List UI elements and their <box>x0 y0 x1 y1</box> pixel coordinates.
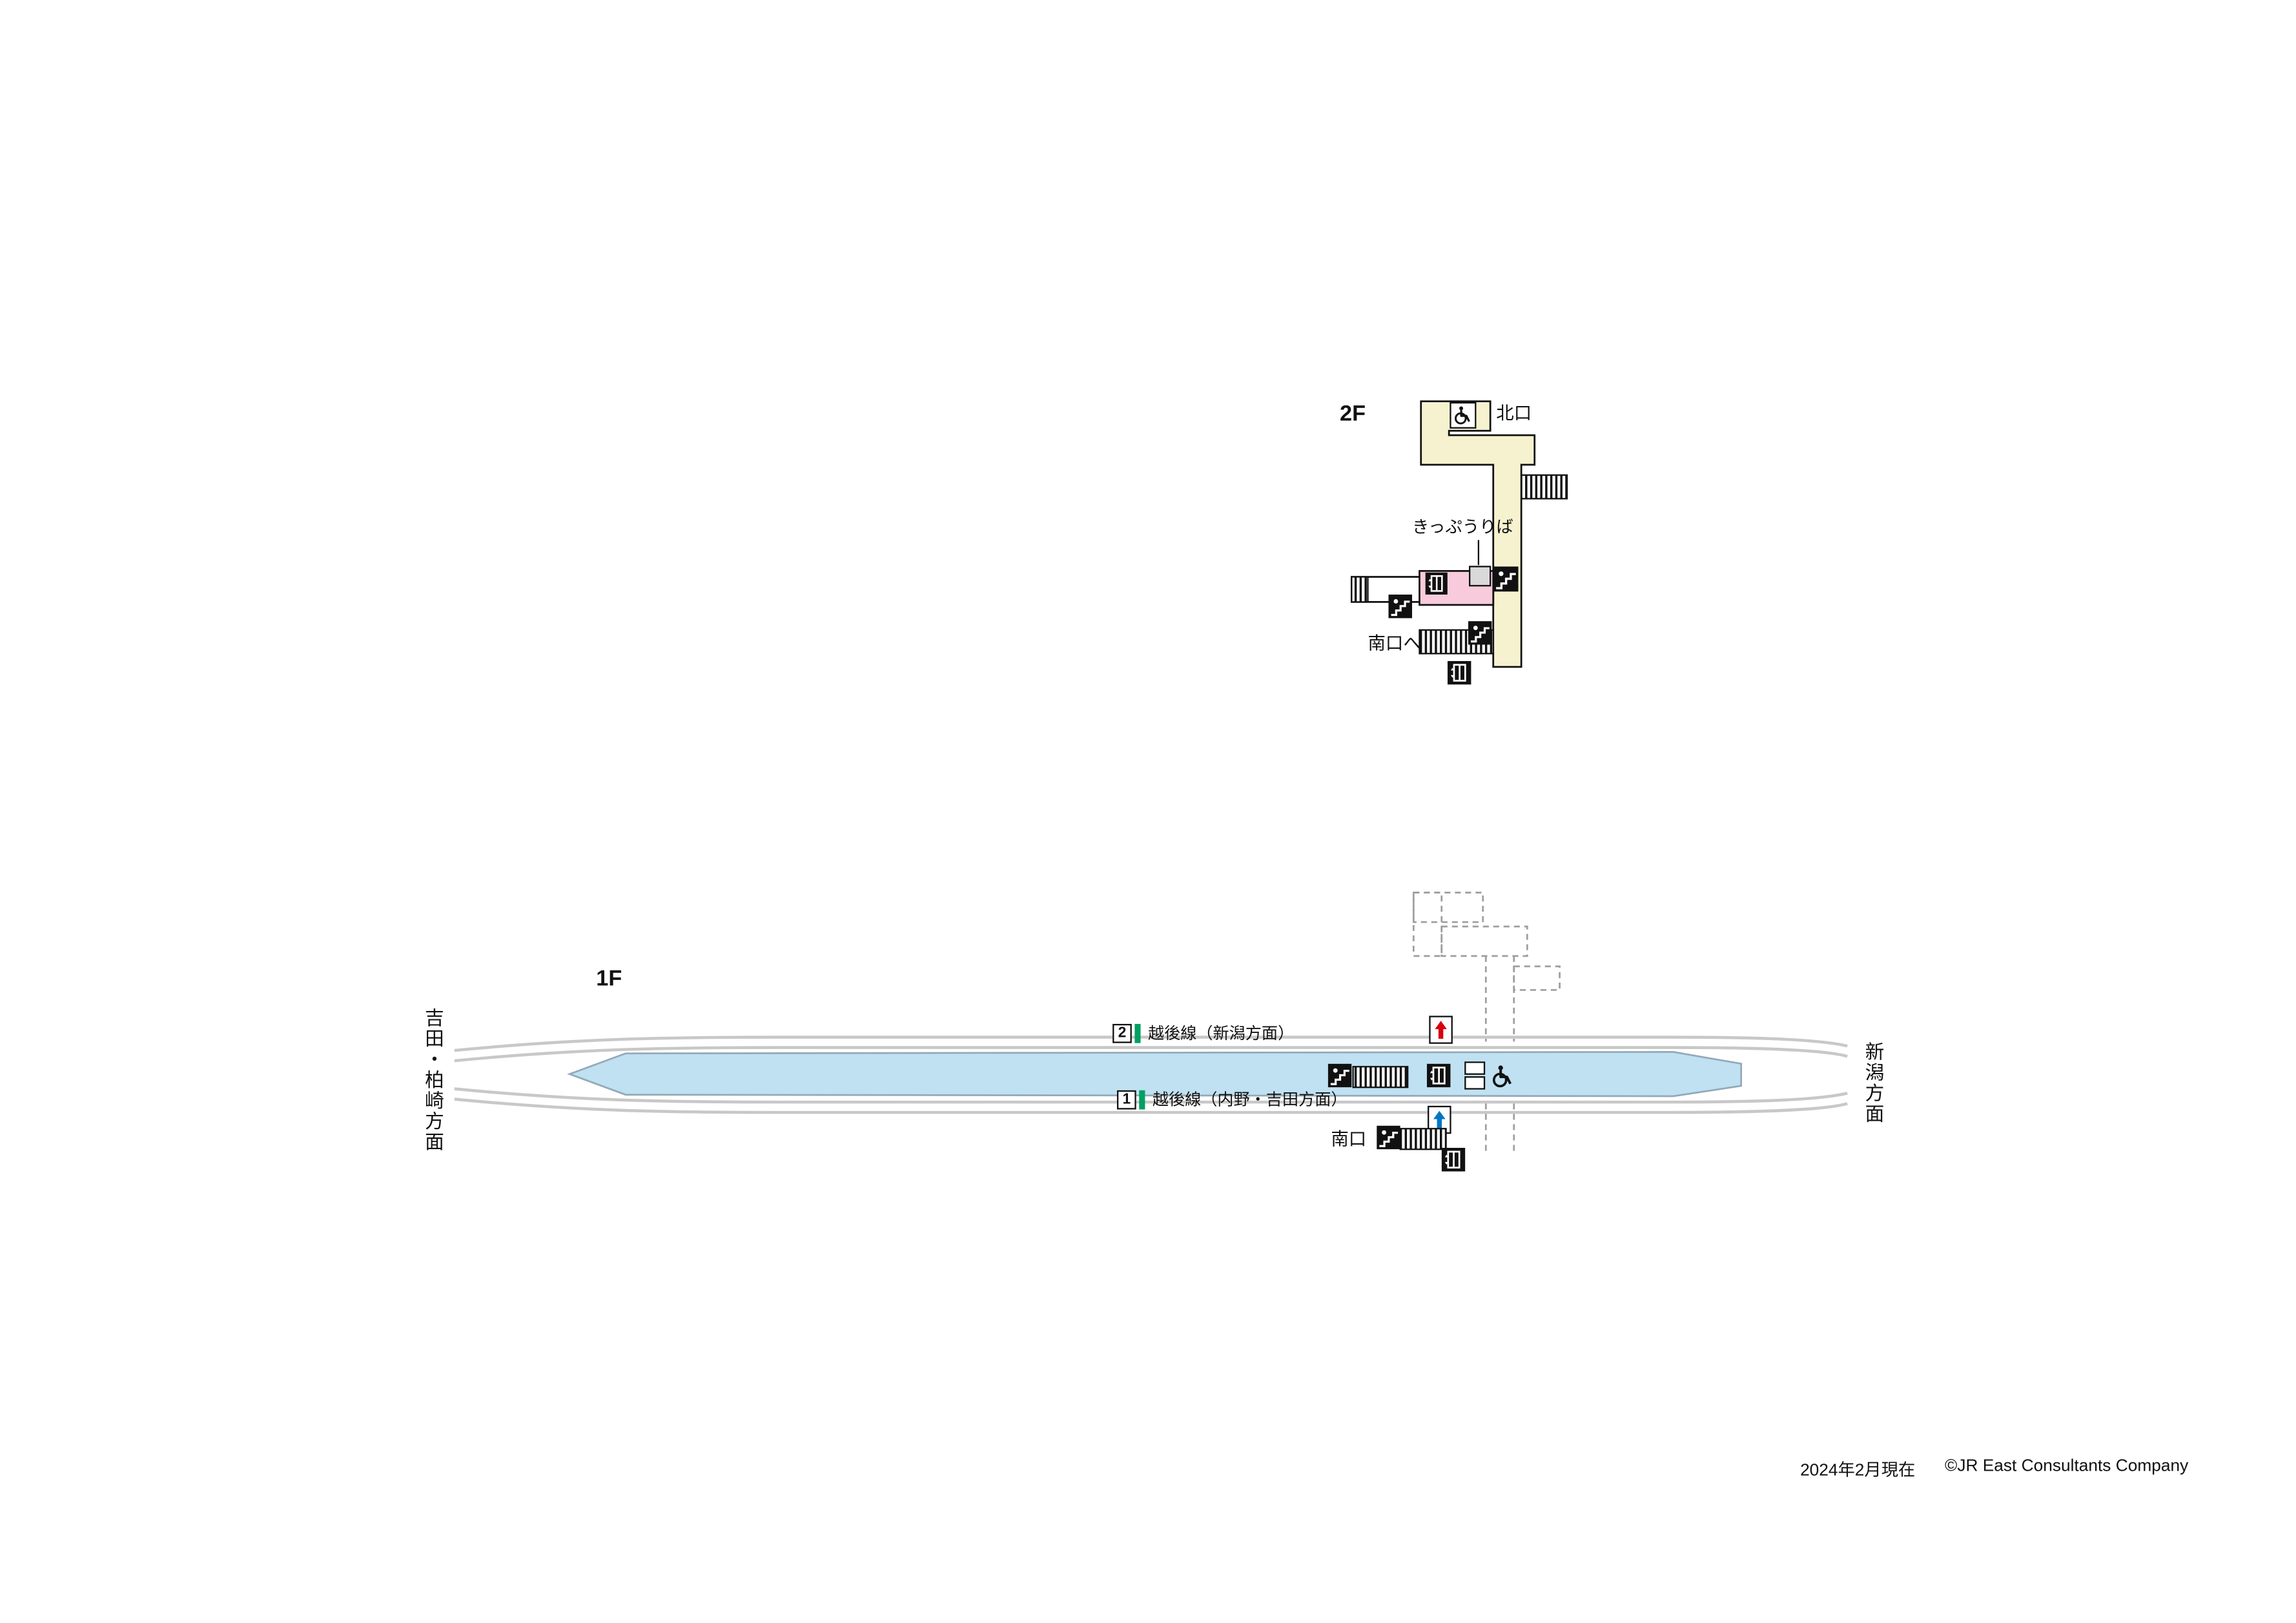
platform-2-badge: 2 越後線（新潟方面） <box>1112 1021 1294 1045</box>
line-name-label: 越後線（内野・吉田方面） <box>1152 1092 1348 1110</box>
stairs-icon <box>1468 621 1492 645</box>
stairs-icon <box>1388 594 1413 618</box>
floor-1f-map <box>454 892 1848 1172</box>
direction-left-label: 吉田・柏崎方面 <box>422 1007 444 1152</box>
upper-floor-footprint <box>1412 892 1561 1156</box>
date-note: 2024年2月現在 <box>1800 1462 1916 1480</box>
elevator-icon <box>1426 1063 1451 1088</box>
footer: 2024年2月現在 ©JR East Consultants Company <box>1800 1458 2188 1482</box>
platform-number: 1 <box>1116 1089 1136 1109</box>
to-south-exit-label: 南口へ <box>1368 633 1421 654</box>
platform-structure <box>1464 1076 1486 1090</box>
tracks <box>454 1036 1848 1114</box>
stairs-icon <box>1327 1063 1352 1088</box>
north-exit-label: 北口 <box>1496 402 1532 424</box>
line-color-stripe <box>1139 1089 1145 1109</box>
south-exit-label: 南口 <box>1331 1128 1367 1150</box>
track-1-rail <box>454 1097 1848 1114</box>
line-color-stripe <box>1134 1023 1141 1043</box>
platform-stairs-hatch <box>1352 1066 1409 1088</box>
elevator-icon <box>1425 572 1448 595</box>
south-exit-stairs-hatch <box>1399 1128 1447 1150</box>
floor-1f-label: 1F <box>596 966 622 992</box>
floor-2f-label: 2F <box>1340 401 1366 427</box>
stairs-icon <box>1493 566 1519 592</box>
up-arrow-red-icon <box>1429 1016 1453 1044</box>
west-stairs-hatch <box>1351 576 1369 603</box>
floor-2f-map <box>1350 400 1568 685</box>
corridor-2f <box>1420 400 1536 668</box>
track-2-rail <box>454 1036 1848 1052</box>
direction-right-label: 新潟方面 <box>1862 1041 1885 1125</box>
platform-number: 2 <box>1112 1023 1132 1043</box>
stairs-icon <box>1377 1125 1400 1150</box>
platform-1-badge: 1 越後線（内野・吉田方面） <box>1116 1087 1348 1111</box>
copyright: ©JR East Consultants Company <box>1944 1457 2189 1476</box>
elevator-icon <box>1447 660 1471 685</box>
ticket-office-label: きっぷうりば <box>1412 519 1513 537</box>
north-stairs-hatch <box>1521 474 1568 500</box>
track-1-rail <box>454 1087 1848 1104</box>
track-2-rail <box>454 1046 1848 1063</box>
accessible-entrance <box>1450 402 1477 429</box>
platform-structure <box>1464 1061 1486 1075</box>
elevator-icon <box>1441 1147 1466 1172</box>
ticket-machines <box>1469 566 1491 587</box>
line-name-label: 越後線（新潟方面） <box>1147 1025 1295 1043</box>
